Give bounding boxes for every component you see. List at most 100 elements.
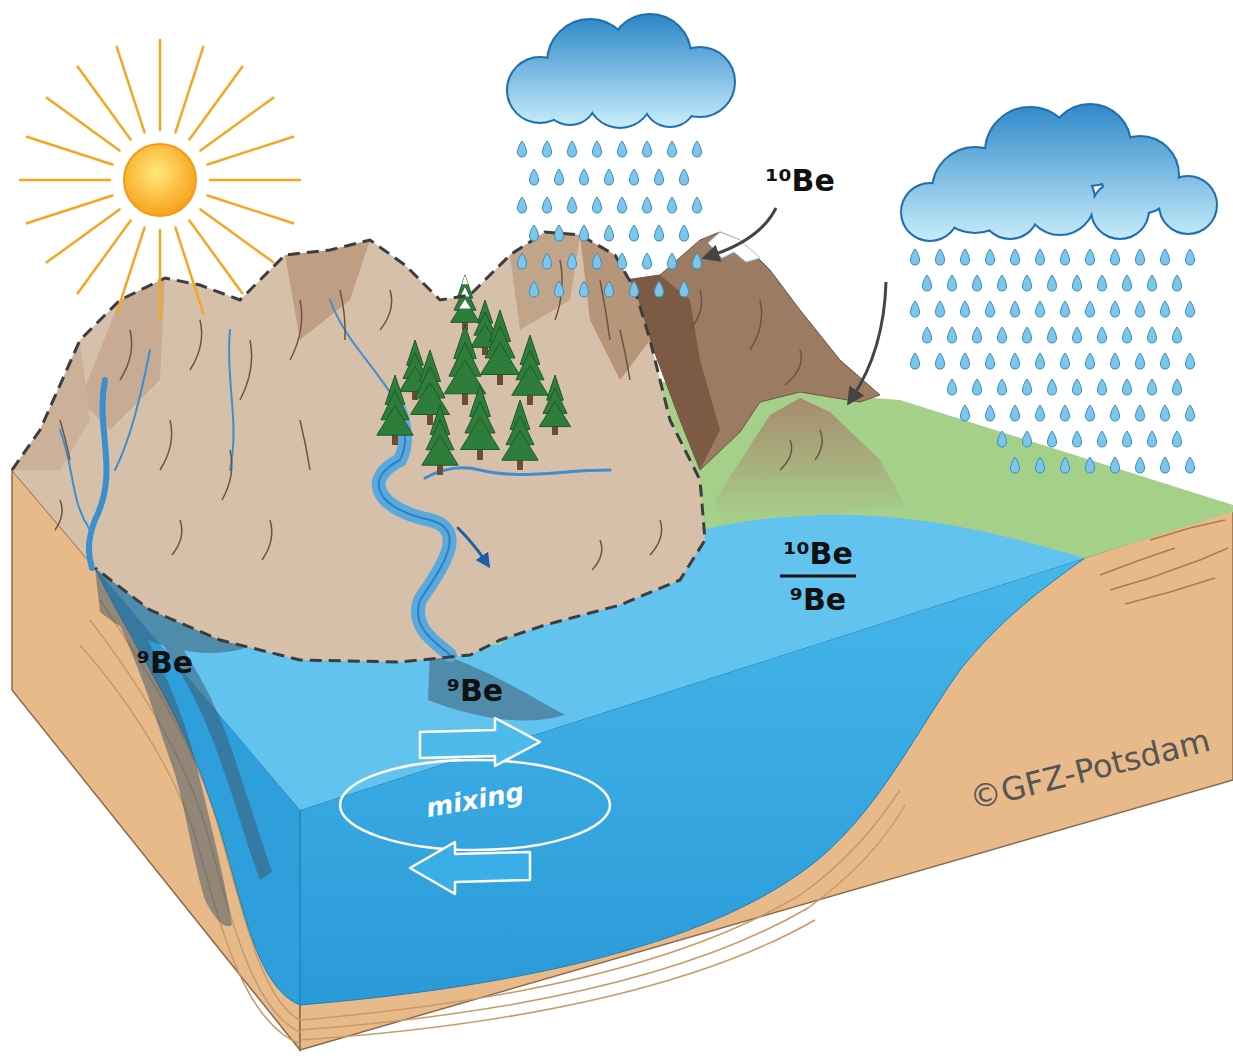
raindrop — [530, 169, 539, 185]
illustration-part — [428, 652, 565, 721]
raindrop — [1111, 301, 1120, 317]
raindrop — [1123, 275, 1132, 291]
raindrop — [1161, 301, 1170, 317]
raindrop — [1048, 431, 1057, 447]
raindrop — [1148, 379, 1157, 395]
isotope-label: ⁹Be — [447, 674, 503, 707]
raindrop — [923, 327, 932, 343]
crevice-line — [240, 340, 252, 400]
sun-ray — [208, 195, 294, 223]
crevice-line — [120, 330, 132, 380]
conifer — [512, 335, 548, 405]
raindrop — [1061, 405, 1070, 421]
raindrop — [1111, 353, 1120, 369]
raindrop — [530, 281, 539, 297]
snow — [462, 275, 468, 284]
conifer — [539, 375, 570, 435]
sun-ray — [189, 67, 242, 140]
raindrop — [911, 249, 920, 265]
raindrop — [998, 275, 1007, 291]
raindrop — [1073, 275, 1082, 291]
raindrop — [1061, 353, 1070, 369]
illustration-part — [330, 300, 395, 400]
conifer — [461, 385, 500, 460]
cloud-outline — [1160, 177, 1216, 233]
crevice-line — [750, 300, 762, 350]
raindrop — [1061, 249, 1070, 265]
raindrop — [1061, 457, 1070, 473]
foliage — [451, 299, 480, 322]
catchment-relief — [12, 232, 650, 470]
sun-ray — [117, 47, 145, 133]
raindrop — [1186, 457, 1195, 473]
cloud-outline — [644, 74, 696, 126]
raindrop — [1098, 431, 1107, 447]
raindrop — [693, 253, 702, 269]
raindrop — [1136, 301, 1145, 317]
raindrop — [1186, 301, 1195, 317]
raindrop — [1073, 327, 1082, 343]
raindrop — [668, 141, 677, 157]
raindrop — [1086, 249, 1095, 265]
crevice-line — [780, 440, 792, 470]
cloud-puff — [1160, 177, 1216, 233]
raindrop — [518, 141, 527, 157]
raindrop — [655, 225, 664, 241]
sun-ray — [27, 137, 113, 165]
raindrop — [936, 249, 945, 265]
raindrop — [693, 141, 702, 157]
foliage — [411, 383, 450, 415]
raindrop — [1048, 379, 1057, 395]
raindrop — [986, 353, 995, 369]
mixing-symbol — [340, 718, 610, 894]
raindrop — [986, 301, 995, 317]
raindrop — [1036, 301, 1045, 317]
crevice-line — [690, 290, 702, 330]
raindrop — [568, 253, 577, 269]
catchment-boundary — [12, 232, 705, 662]
sun-ray — [208, 137, 294, 165]
conifer — [502, 400, 538, 470]
sun-ray — [175, 47, 203, 133]
foliage — [461, 418, 500, 450]
sun-ray — [47, 98, 120, 151]
raindrop — [668, 253, 677, 269]
raindrop — [973, 327, 982, 343]
conifer — [377, 375, 413, 445]
cloud-outline — [588, 63, 652, 127]
raindrop — [961, 249, 970, 265]
crevice-line — [160, 420, 172, 470]
cloud — [508, 15, 734, 127]
raindrop — [518, 197, 527, 213]
raindrop — [543, 141, 552, 157]
raindrop — [630, 225, 639, 241]
raindrop — [911, 301, 920, 317]
catchment — [12, 232, 705, 662]
foliage — [481, 343, 520, 375]
raindrop — [936, 353, 945, 369]
raindrop — [655, 281, 664, 297]
raindrop — [1011, 405, 1020, 421]
raindrop — [961, 353, 970, 369]
illustration-part — [229, 330, 234, 470]
crevice-line — [592, 540, 602, 570]
snow — [459, 299, 470, 308]
conifer — [451, 275, 480, 330]
raindrop — [1123, 327, 1132, 343]
raindrop — [948, 327, 957, 343]
cloud-outline — [1092, 182, 1148, 238]
rivers — [60, 300, 610, 655]
raindrop — [580, 225, 589, 241]
illustration-part — [60, 430, 90, 530]
raindrop — [1123, 379, 1132, 395]
conifer — [411, 350, 450, 425]
raindrop — [1098, 327, 1107, 343]
raindrop — [1098, 275, 1107, 291]
raindrop — [1186, 353, 1195, 369]
raindrop — [998, 431, 1007, 447]
raindrop — [605, 169, 614, 185]
crevice-line — [290, 300, 302, 360]
raindrop — [1036, 457, 1045, 473]
